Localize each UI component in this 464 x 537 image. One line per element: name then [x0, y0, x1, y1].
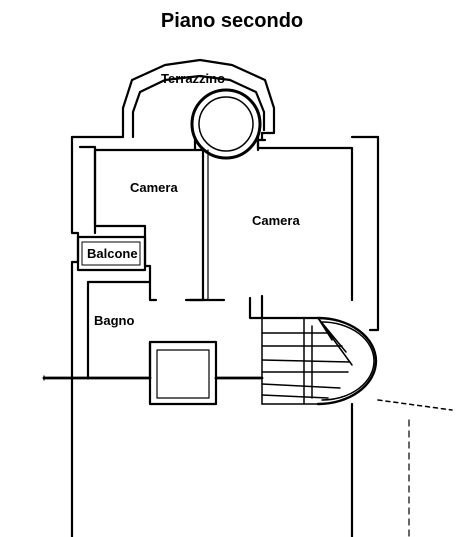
balcone-wall: [76, 235, 147, 272]
interior-walls: [93, 138, 354, 320]
room-label-balcone: Balcone: [87, 246, 138, 261]
room-label-terrazzino: Terrazzino: [161, 71, 226, 86]
room-label-bagno: Bagno: [94, 313, 135, 328]
plan-title: Piano secondo: [160, 10, 304, 32]
lower-right-wall: [350, 402, 410, 537]
round-bay: [190, 88, 262, 160]
bagno-wall: [86, 280, 158, 380]
room-label-camera-left: Camera: [130, 180, 178, 195]
section-line: [42, 375, 453, 411]
room-label-camera-right: Camera: [252, 213, 300, 228]
outer-wall: [70, 123, 380, 537]
terrazzino-wall: [121, 58, 276, 142]
staircase: [261, 316, 378, 406]
lower-core: [148, 340, 218, 406]
